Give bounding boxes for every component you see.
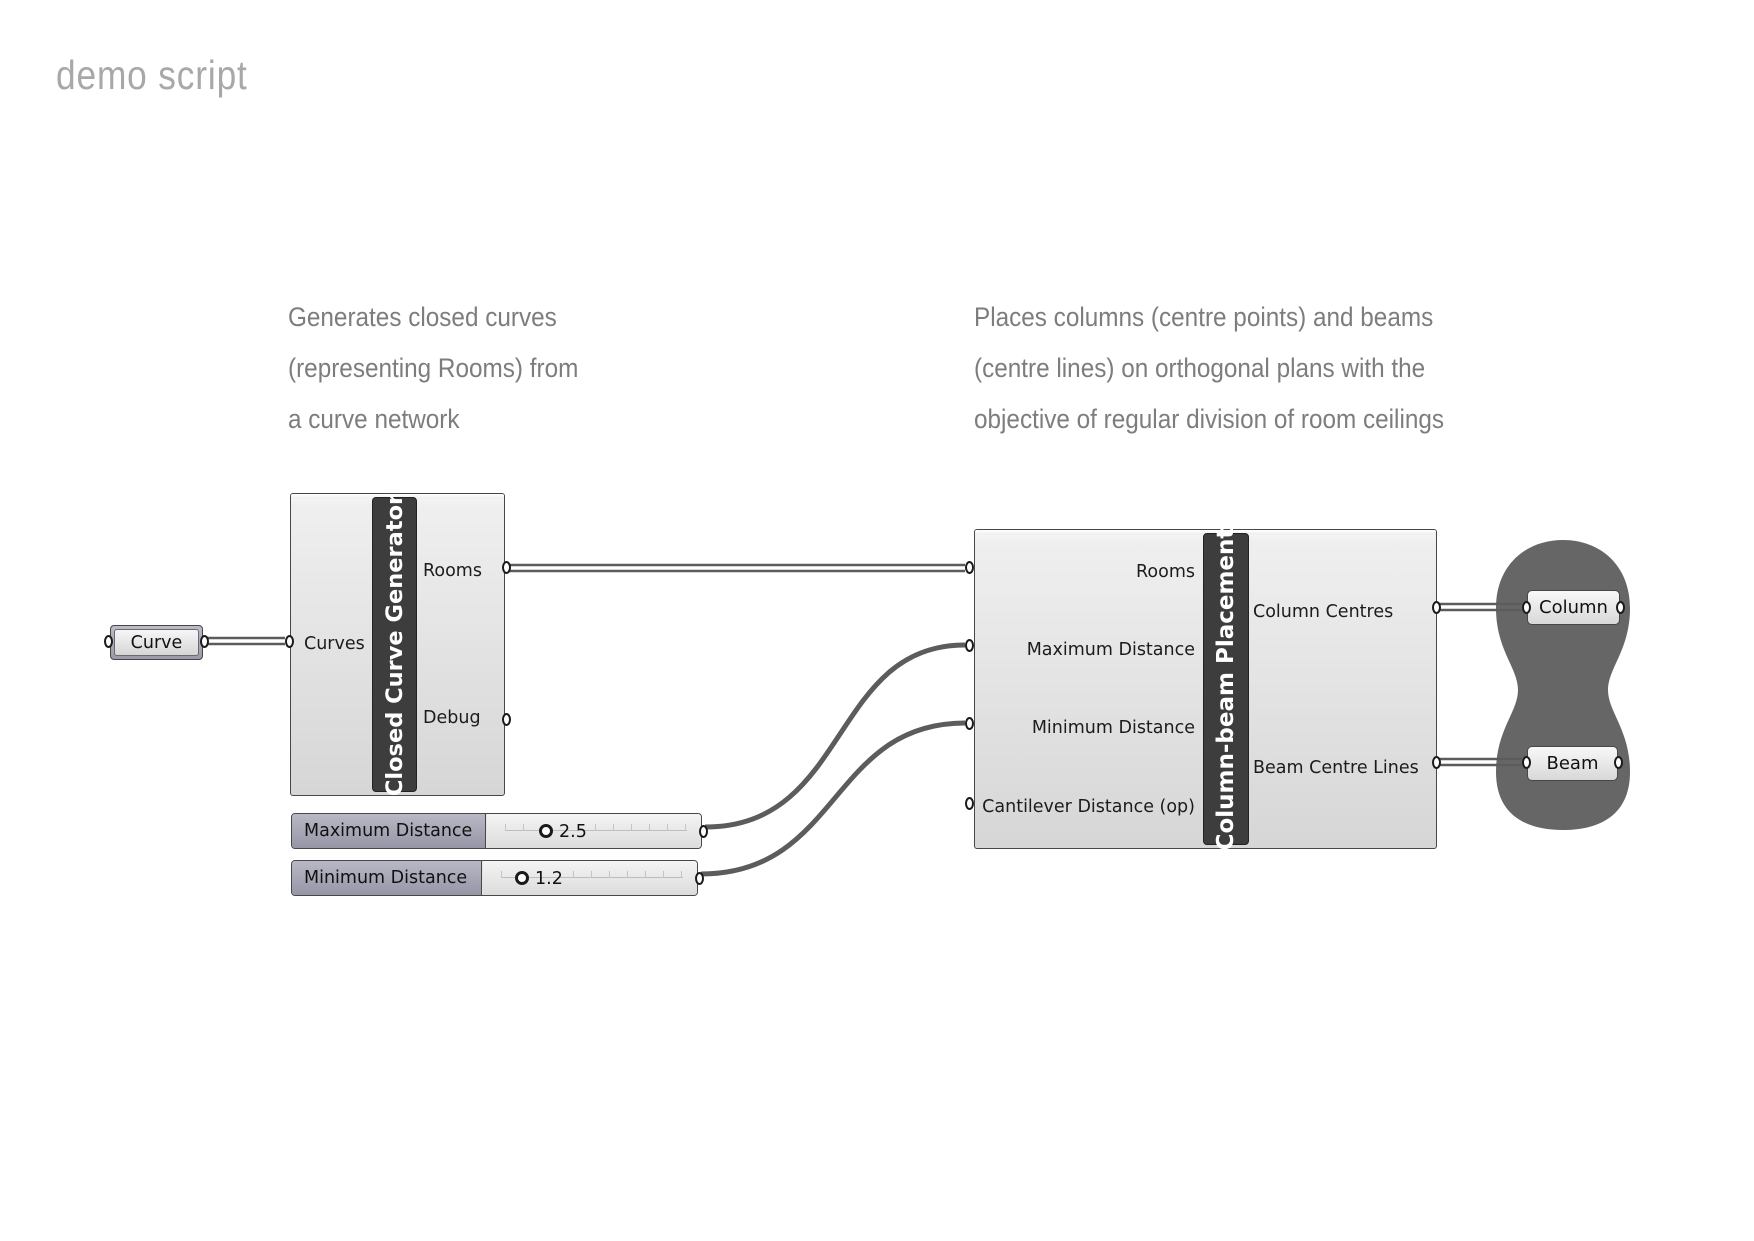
- slider-name-area: Minimum Distance: [292, 861, 482, 895]
- beam-output-param[interactable]: Beam: [1527, 746, 1618, 781]
- min-distance-output-port[interactable]: [695, 872, 704, 885]
- slider-name: Maximum Distance: [304, 821, 473, 841]
- slider-tick: [663, 871, 664, 878]
- cbp-column-centres-output-port[interactable]: [1432, 601, 1441, 614]
- cbp-output-beam-centre-lines: Beam Centre Lines: [1253, 758, 1419, 778]
- column-beam-placement-component[interactable]: Rooms Maximum Distance Minimum Distance …: [974, 528, 1437, 850]
- component-top-edge: [975, 530, 1436, 535]
- slider-tick: [627, 871, 628, 878]
- cbp-min-distance-input-port[interactable]: [965, 717, 974, 730]
- wire-beam-centre-lines[interactable]: [1435, 757, 1522, 767]
- slider-tick: [591, 871, 592, 878]
- slider-track[interactable]: 1.2: [483, 861, 697, 895]
- wire-rooms[interactable]: [507, 563, 965, 573]
- beam-output-port[interactable]: [1614, 756, 1623, 769]
- cbp-max-distance-input-port[interactable]: [965, 639, 974, 652]
- curve-output-port[interactable]: [200, 635, 209, 648]
- ccg-output-rooms: Rooms: [423, 561, 482, 581]
- cbp-beam-centre-lines-output-port[interactable]: [1432, 756, 1441, 769]
- beam-input-port[interactable]: [1522, 756, 1531, 769]
- curve-input-port[interactable]: [104, 635, 113, 648]
- description-line: (representing Rooms) from: [288, 353, 579, 383]
- ccg-output-debug: Debug: [423, 708, 481, 728]
- wire-curve-to-ccg[interactable]: [206, 636, 285, 646]
- description-line: Generates closed curves: [288, 302, 557, 332]
- column-output-param[interactable]: Column: [1527, 590, 1620, 625]
- cbp-name-strip: Column-beam Placement: [1203, 528, 1249, 850]
- description-line: Places columns (centre points) and beams: [974, 302, 1434, 332]
- ccg-description: Generates closed curves (representing Ro…: [288, 292, 578, 445]
- cbp-input-minimum-distance: Minimum Distance: [1031, 718, 1195, 738]
- slider-tick: [595, 824, 596, 831]
- slider-track[interactable]: 2.5: [487, 814, 701, 848]
- page-title: demo script: [56, 52, 248, 98]
- ccg-rooms-output-port[interactable]: [502, 561, 511, 574]
- slider-value: 1.2: [535, 869, 563, 889]
- slider-name: Minimum Distance: [304, 868, 468, 888]
- ccg-curves-input-port[interactable]: [285, 635, 294, 648]
- beam-output-label: Beam: [1546, 753, 1599, 774]
- slider-tick: [649, 824, 650, 831]
- slider-tick: [505, 824, 506, 831]
- slider-tick: [573, 871, 574, 878]
- wire-min-distance[interactable]: [700, 720, 966, 877]
- closed-curve-generator-component[interactable]: Curves Rooms Debug Closed Curve Generato…: [290, 493, 505, 796]
- minimum-distance-slider[interactable]: Minimum Distance 1.2: [291, 860, 698, 896]
- description-line: objective of regular division of room ce…: [974, 404, 1445, 434]
- slider-tick: [645, 871, 646, 878]
- column-output-label: Column: [1539, 597, 1608, 618]
- max-distance-output-port[interactable]: [699, 825, 708, 838]
- maximum-distance-slider[interactable]: Maximum Distance 2.5: [291, 813, 702, 849]
- curve-param-label: Curve: [130, 633, 183, 653]
- slider-value: 2.5: [559, 822, 587, 842]
- slider-tick: [609, 871, 610, 878]
- cbp-input-maximum-distance: Maximum Distance: [1026, 640, 1195, 660]
- slider-tick: [501, 871, 502, 878]
- slider-tick: [613, 824, 614, 831]
- ccg-name-label: Closed Curve Generator: [381, 493, 408, 796]
- cbp-input-rooms: Rooms: [1136, 562, 1195, 582]
- ccg-name-strip: Closed Curve Generator: [372, 493, 417, 796]
- cbp-description: Places columns (centre points) and beams…: [974, 292, 1444, 445]
- cbp-rooms-input-port[interactable]: [965, 561, 974, 574]
- cbp-cantilever-input-port[interactable]: [965, 797, 974, 810]
- slider-knob[interactable]: [539, 824, 553, 838]
- slider-knob[interactable]: [515, 871, 529, 885]
- column-output-port[interactable]: [1616, 601, 1625, 614]
- cbp-name-label: Column-beam Placement: [1213, 527, 1239, 851]
- output-cluster-blob: [1496, 540, 1630, 830]
- slider-tick: [667, 824, 668, 831]
- curve-param-body: [114, 629, 199, 656]
- slider-tick: [523, 824, 524, 831]
- wire-column-centres[interactable]: [1435, 602, 1522, 612]
- description-line: a curve network: [288, 404, 460, 434]
- slider-tick: [631, 824, 632, 831]
- component-top-edge: [291, 494, 504, 499]
- cbp-input-cantilever-distance: Cantilever Distance (op): [982, 797, 1195, 817]
- cbp-output-column-centres: Column Centres: [1253, 602, 1394, 622]
- curve-param[interactable]: Curve: [110, 625, 203, 660]
- ccg-debug-output-port[interactable]: [502, 713, 511, 726]
- ccg-input-curves: Curves: [304, 634, 365, 654]
- slider-tick: [685, 824, 686, 831]
- slider-rail: [505, 830, 687, 831]
- slider-rail: [501, 877, 683, 878]
- description-line: (centre lines) on orthogonal plans with …: [974, 353, 1426, 383]
- column-input-port[interactable]: [1522, 601, 1531, 614]
- wire-max-distance[interactable]: [704, 642, 966, 830]
- slider-name-area: Maximum Distance: [292, 814, 486, 848]
- slider-tick: [681, 871, 682, 878]
